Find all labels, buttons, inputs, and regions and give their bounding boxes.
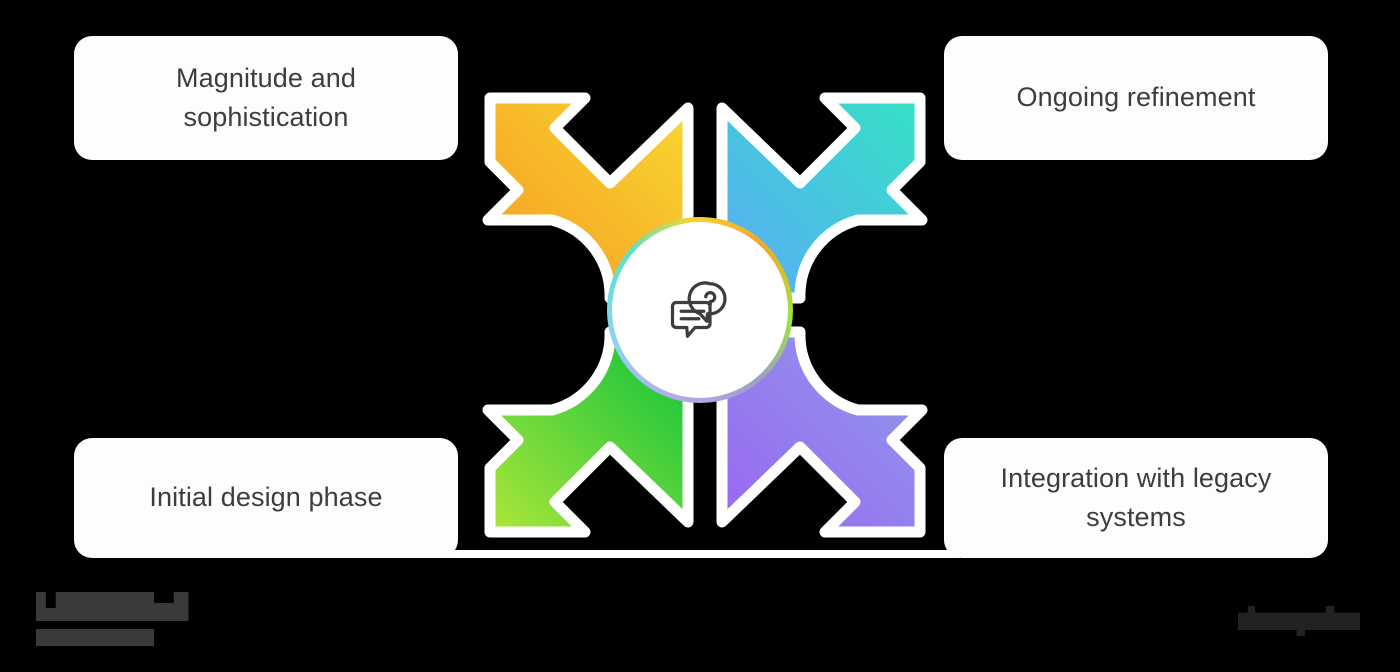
arrow-top-right[interactable] [716, 92, 928, 304]
watermark-left-logo [36, 592, 200, 646]
node-card-top-left[interactable]: Magnitude and sophistication [74, 36, 458, 160]
node-card-top-right[interactable]: Ongoing refinement [944, 36, 1328, 160]
node-label-top-right: Ongoing refinement [1016, 82, 1256, 113]
node-card-bottom-left[interactable]: Initial design phase [74, 438, 458, 558]
chat-question-icon [670, 281, 727, 338]
node-card-bottom-right[interactable]: Integration with legacy systems [944, 438, 1328, 558]
center-hub[interactable] [607, 217, 793, 403]
node-label-bottom-right: Integration with legacy systems [1000, 462, 1272, 532]
arrow-bottom-left[interactable] [482, 326, 694, 538]
watermark-right-logo [1238, 606, 1360, 636]
bottom-connector-rail [440, 550, 960, 558]
arrow-bottom-right[interactable] [716, 326, 928, 538]
node-label-top-left: Magnitude and sophistication [176, 62, 356, 132]
node-label-bottom-left: Initial design phase [149, 482, 383, 513]
